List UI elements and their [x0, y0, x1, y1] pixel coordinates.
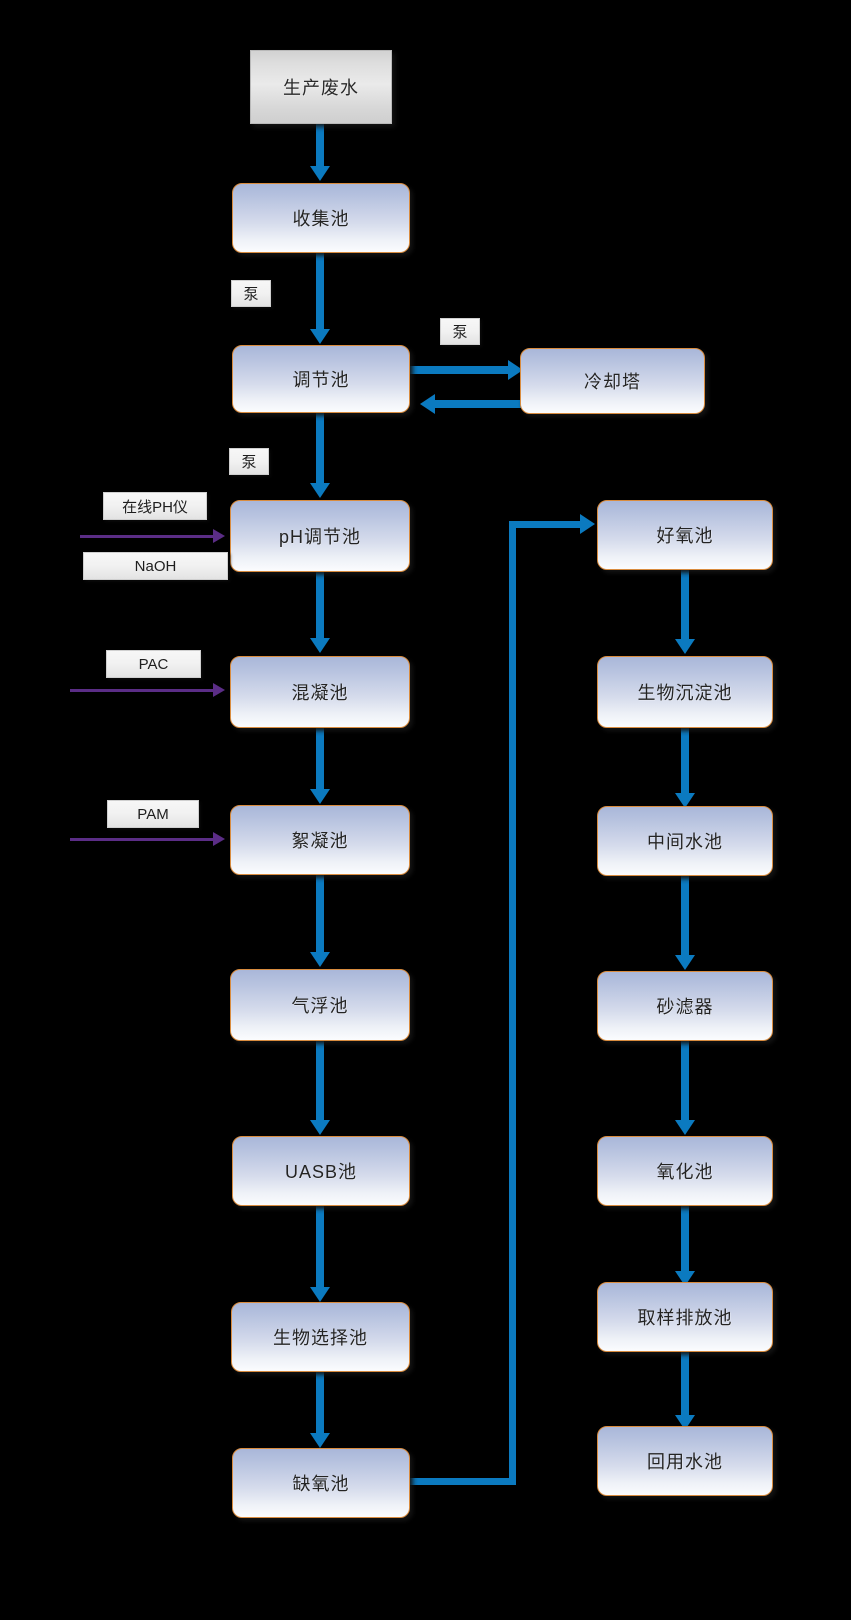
- node-bio-settling-tank[interactable]: 生物沉淀池: [597, 656, 773, 728]
- arrowhead-pac-to-coagulation: [213, 683, 225, 697]
- node-label: 中间水池: [647, 832, 723, 852]
- connector-equalization-to-cooling: [410, 366, 515, 374]
- node-flotation-tank[interactable]: 气浮池: [230, 969, 410, 1041]
- arrowhead-intermediate-to-sandfilter: [675, 955, 695, 970]
- connector-aerobic-to-biosettling: [681, 570, 689, 642]
- node-label: 生物选择池: [273, 1328, 368, 1348]
- arrowhead-source-to-collection: [310, 166, 330, 181]
- tag-pump-1: 泵: [231, 280, 271, 307]
- connector-intermediate-to-sandfilter: [681, 876, 689, 958]
- arrowhead-sandfilter-to-oxidation: [675, 1120, 695, 1135]
- arrowhead-flotation-to-uasb: [310, 1120, 330, 1135]
- node-uasb-tank[interactable]: UASB池: [232, 1136, 410, 1206]
- node-aerobic-tank[interactable]: 好氧池: [597, 500, 773, 570]
- node-label: 好氧池: [656, 526, 714, 546]
- node-bio-selector-tank[interactable]: 生物选择池: [231, 1302, 410, 1372]
- node-label: 收集池: [292, 209, 350, 229]
- tag-pac: PAC: [106, 650, 201, 678]
- node-sampling-discharge-tank[interactable]: 取样排放池: [597, 1282, 773, 1352]
- tag-naoh: NaOH: [83, 552, 228, 580]
- node-label: 氧化池: [656, 1162, 714, 1182]
- node-coagulation-tank[interactable]: 混凝池: [230, 656, 410, 728]
- tag-pam: PAM: [107, 800, 199, 828]
- node-label: 取样排放池: [637, 1308, 733, 1328]
- node-equalization-tank[interactable]: 调节池: [232, 345, 410, 413]
- node-label: 缺氧池: [292, 1474, 350, 1494]
- tag-pump-3: 泵: [229, 448, 269, 475]
- connector-oxidation-to-sampling: [681, 1206, 689, 1274]
- node-label: UASB池: [284, 1162, 358, 1182]
- connector-riser-to-aerobic: [509, 521, 516, 1485]
- node-label: 调节池: [292, 370, 350, 390]
- connector-pac-to-coagulation: [70, 689, 215, 692]
- node-label: 絮凝池: [291, 831, 349, 851]
- node-anoxic-tank[interactable]: 缺氧池: [232, 1448, 410, 1518]
- node-reuse-water-tank[interactable]: 回用水池: [597, 1426, 773, 1496]
- connector-dosing-to-ph: [80, 535, 215, 538]
- connector-pam-to-flocculation: [70, 838, 215, 841]
- node-label: 气浮池: [291, 996, 349, 1016]
- connector-sandfilter-to-oxidation: [681, 1041, 689, 1123]
- connector-biosettling-to-intermediate: [681, 728, 689, 796]
- arrowhead-riser-into-aerobic: [580, 514, 595, 534]
- connector-uasb-to-bioselector: [316, 1206, 324, 1290]
- arrowhead-aerobic-to-biosettling: [675, 639, 695, 654]
- node-label: 砂滤器: [656, 997, 714, 1017]
- tag-label: 泵: [241, 454, 257, 471]
- connector-collection-to-equalization: [316, 253, 324, 331]
- arrowhead-ph-to-coagulation: [310, 638, 330, 653]
- connector-bioselector-to-anoxic: [316, 1372, 324, 1436]
- tag-label: 在线PH仪: [122, 498, 188, 516]
- arrowhead-flocculation-to-flotation: [310, 952, 330, 967]
- node-label: 生物沉淀池: [637, 683, 733, 703]
- node-label: 生产废水: [283, 78, 359, 98]
- arrowhead-equalization-to-cooling: [508, 360, 523, 380]
- connector-sampling-to-reuse: [681, 1352, 689, 1418]
- node-cooling-tower[interactable]: 冷却塔: [520, 348, 705, 414]
- node-source-wastewater[interactable]: 生产废水: [250, 50, 392, 124]
- tag-online-ph-meter: 在线PH仪: [103, 492, 207, 520]
- node-oxidation-tank[interactable]: 氧化池: [597, 1136, 773, 1206]
- node-label: 回用水池: [647, 1452, 723, 1472]
- tag-label: 泵: [243, 286, 259, 303]
- tag-label: PAC: [138, 655, 169, 673]
- arrowhead-biosettling-to-intermediate: [675, 793, 695, 808]
- node-label: 冷却塔: [584, 372, 641, 392]
- tag-label: 泵: [452, 324, 468, 341]
- node-sand-filter[interactable]: 砂滤器: [597, 971, 773, 1041]
- connector-coagulation-to-flocculation: [316, 728, 324, 792]
- connector-flocculation-to-flotation: [316, 875, 324, 955]
- arrowhead-dosing-to-ph: [213, 529, 225, 543]
- tag-label: NaOH: [134, 557, 177, 575]
- arrowhead-collection-to-equalization: [310, 329, 330, 344]
- node-flocculation-tank[interactable]: 絮凝池: [230, 805, 410, 875]
- connector-riser-into-aerobic: [509, 521, 587, 528]
- tag-pump-2: 泵: [440, 318, 480, 345]
- node-intermediate-tank[interactable]: 中间水池: [597, 806, 773, 876]
- connector-source-to-collection: [316, 124, 324, 168]
- arrowhead-bioselector-to-anoxic: [310, 1433, 330, 1448]
- connector-cooling-to-equalization: [435, 400, 525, 408]
- arrowhead-coagulation-to-flocculation: [310, 789, 330, 804]
- arrowhead-cooling-to-equalization: [420, 394, 435, 414]
- arrowhead-equalization-to-ph: [310, 483, 330, 498]
- node-label: 混凝池: [291, 683, 349, 703]
- arrowhead-uasb-to-bioselector: [310, 1287, 330, 1302]
- node-collection-tank[interactable]: 收集池: [232, 183, 410, 253]
- connector-equalization-to-ph: [316, 413, 324, 485]
- node-label: pH调节池: [278, 527, 361, 547]
- connector-ph-to-coagulation: [316, 572, 324, 640]
- connector-flotation-to-uasb: [316, 1041, 324, 1123]
- node-ph-adjust-tank[interactable]: pH调节池: [230, 500, 410, 572]
- connector-anoxic-to-riser: [410, 1478, 516, 1485]
- tag-label: PAM: [137, 805, 169, 823]
- arrowhead-pam-to-flocculation: [213, 832, 225, 846]
